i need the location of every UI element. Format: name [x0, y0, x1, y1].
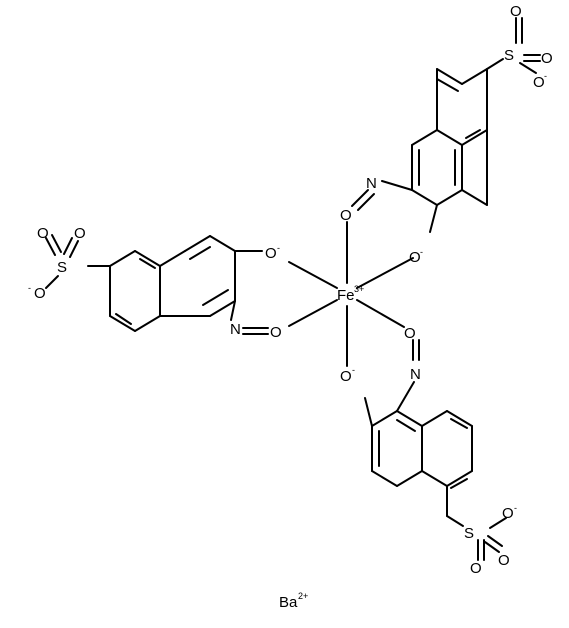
sulfonate-oxygen-label-2: O [34, 285, 46, 302]
sulfonate-oxygen-label-3: O [502, 505, 514, 522]
sulfonate-charge-label-2: - [28, 283, 31, 293]
phenolate-oxygen-label-1: O [409, 249, 421, 266]
sulfonyl-oxygen-label-1b: O [541, 50, 553, 67]
sulfonyl-oxygen-label-2b: O [74, 225, 86, 242]
nitroso-nitrogen-label-1: N [366, 175, 377, 192]
phenolate-charge-label-1: - [420, 247, 423, 257]
bond-lines [45, 17, 541, 561]
phenolate-charge-label-3: - [352, 365, 355, 375]
sulfonyl-oxygen-label-3a: O [470, 560, 482, 577]
barium-ion-label: Ba [279, 594, 298, 611]
phenolate-charge-label-2: - [277, 243, 280, 253]
iron-charge-label: 3+ [354, 284, 364, 294]
atom-labels: Fe 3+ S O O O - N O O - S O O O - O - N … [28, 3, 553, 611]
sulfonate-charge-label-1: - [544, 71, 547, 81]
sulfur-atom-label-1: S [504, 47, 514, 64]
sulfonyl-oxygen-label-2a: O [37, 225, 49, 242]
sulfonate-oxygen-label-1: O [533, 74, 545, 91]
nitroso-oxygen-label-1: O [340, 207, 352, 224]
sulfur-atom-label-2: S [57, 259, 67, 276]
phenolate-oxygen-label-2: O [265, 245, 277, 262]
nitroso-oxygen-label-2: O [270, 324, 282, 341]
sulfonyl-oxygen-label-1a: O [510, 3, 522, 20]
iron-atom-label: Fe [337, 287, 355, 304]
nitroso-oxygen-label-3: O [404, 325, 416, 342]
phenolate-oxygen-label-3: O [340, 368, 352, 385]
sulfur-atom-label-3: S [464, 525, 474, 542]
nitroso-nitrogen-label-2: N [230, 321, 241, 338]
barium-charge-label: 2+ [298, 591, 308, 601]
sulfonate-charge-label-3: - [514, 503, 517, 513]
sulfonyl-oxygen-label-3b: O [498, 552, 510, 569]
nitroso-nitrogen-label-3: N [410, 366, 421, 383]
